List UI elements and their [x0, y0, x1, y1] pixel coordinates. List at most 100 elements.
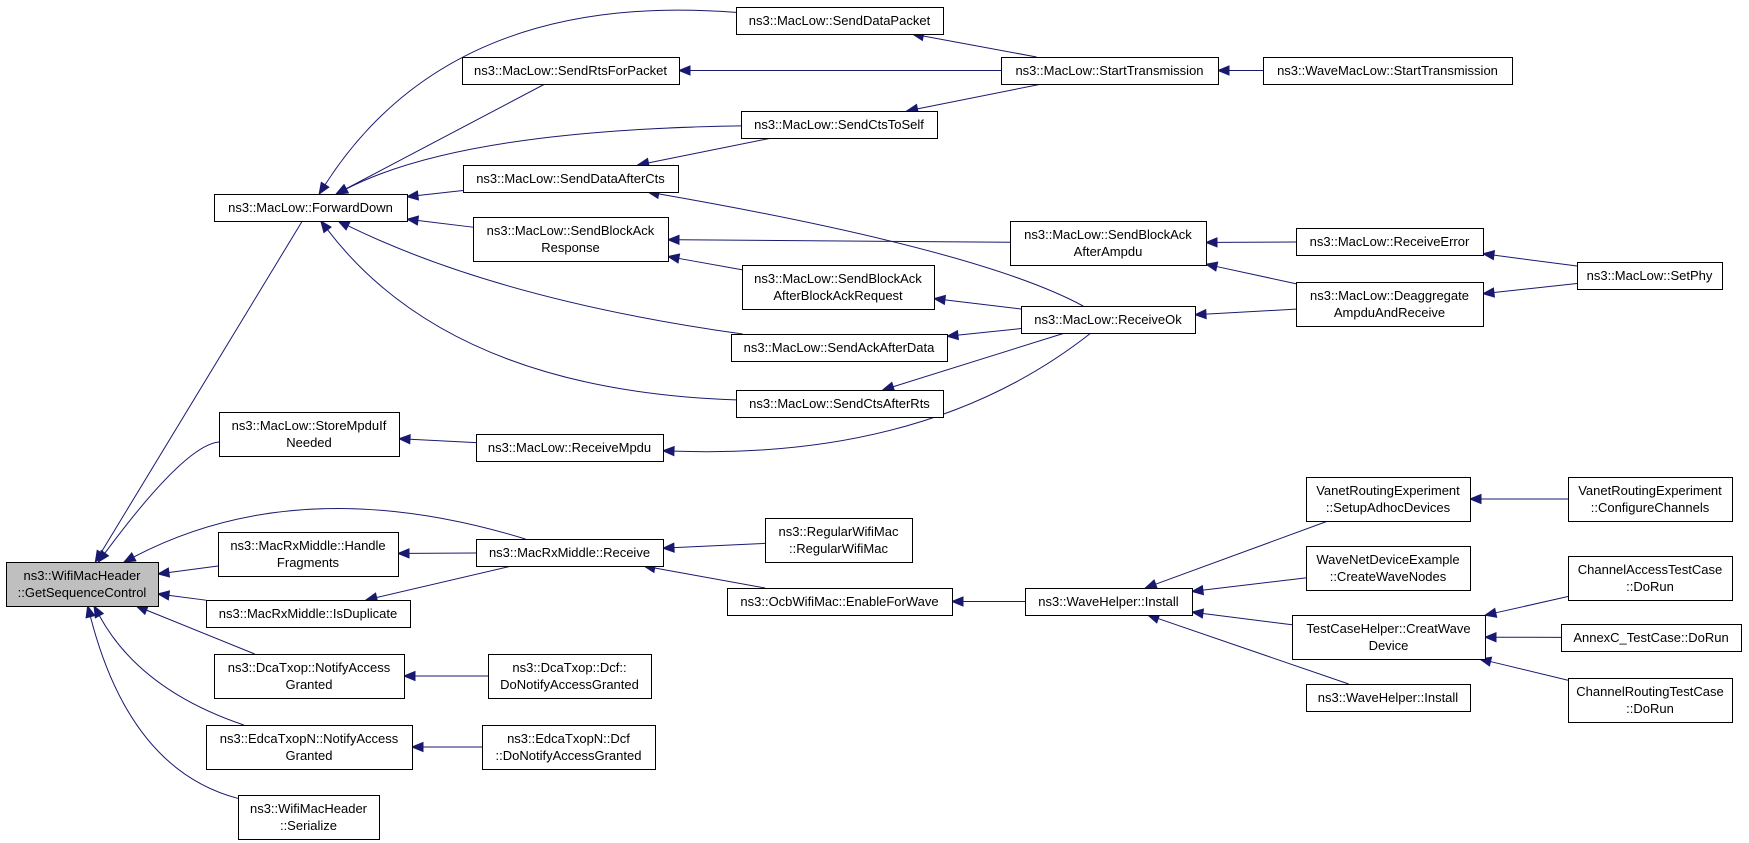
call-edge	[1205, 308, 1297, 315]
call-edge	[944, 299, 1022, 310]
call-edge	[346, 125, 742, 190]
node-label: ns3::MacLow::SendAckAfterData	[744, 340, 936, 355]
arrowhead-icon	[1481, 287, 1496, 298]
call-edge	[345, 83, 546, 190]
node-box	[476, 434, 664, 462]
arrowhead-icon	[1190, 584, 1205, 596]
arrowhead-icon	[677, 65, 691, 76]
node-whi[interactable]: ns3::WaveHelper::Install	[1025, 588, 1193, 616]
call-edge	[917, 83, 1042, 110]
arrowhead-icon	[1481, 250, 1496, 261]
call-edge	[417, 220, 474, 228]
node-scts[interactable]: ns3::MacLow::SendCtsToSelf	[741, 111, 938, 139]
node-wst[interactable]: ns3::WaveMacLow::StartTransmission	[1263, 57, 1513, 85]
call-nodes: ns3::WifiMacHeader::GetSequenceControlns…	[6, 7, 1742, 840]
arrowhead-icon	[950, 596, 964, 607]
call-edge	[673, 332, 1092, 453]
node-label: Response	[541, 240, 600, 255]
node-box	[482, 725, 656, 770]
call-edge	[678, 257, 743, 271]
call-edge	[648, 137, 772, 164]
node-vcc[interactable]: VanetRoutingExperiment::ConfigureChannel…	[1568, 477, 1733, 522]
call-edge	[893, 332, 1065, 388]
node-efw[interactable]: ns3::OcbWifiMac::EnableForWave	[727, 588, 953, 616]
call-edge	[327, 229, 737, 401]
node-vsad[interactable]: VanetRoutingExperiment::SetupAdhocDevice…	[1306, 477, 1471, 522]
node-setphy[interactable]: ns3::MacLow::SetPhy	[1577, 262, 1723, 290]
node-box	[742, 265, 935, 310]
node-label: ns3::MacLow::SetPhy	[1587, 268, 1713, 283]
arrowhead-icon	[335, 184, 350, 195]
node-box	[1025, 588, 1193, 616]
node-label: ns3::MacLow::ReceiveError	[1310, 234, 1470, 249]
node-box	[6, 562, 159, 607]
node-root[interactable]: ns3::WifiMacHeader::GetSequenceControl	[6, 562, 159, 607]
arrowhead-icon	[156, 567, 171, 578]
node-label: ns3::MacLow::SendDataPacket	[749, 13, 931, 28]
arrowhead-icon	[1216, 65, 1230, 76]
arrowhead-icon	[320, 219, 332, 234]
node-sbabar[interactable]: ns3::MacLow::SendBlockAckAfterBlockAckRe…	[742, 265, 935, 310]
arrowhead-icon	[122, 552, 137, 563]
arrowhead-icon	[1483, 607, 1498, 618]
node-box	[1263, 57, 1513, 85]
node-srfp[interactable]: ns3::MacLow::SendRtsForPacket	[462, 57, 680, 85]
node-rwm[interactable]: ns3::RegularWifiMac::RegularWifiMac	[765, 518, 913, 563]
node-st[interactable]: ns3::MacLow::StartTransmission	[1001, 57, 1219, 85]
node-dcadcf[interactable]: ns3::DcaTxop::Dcf::DoNotifyAccessGranted	[488, 654, 652, 699]
node-isdup[interactable]: ns3::MacRxMiddle::IsDuplicate	[206, 600, 411, 628]
node-box	[1306, 546, 1471, 591]
call-edge	[98, 615, 244, 726]
node-label: ns3::MacLow::SendBlockAck	[1024, 227, 1192, 242]
node-rok[interactable]: ns3::MacLow::ReceiveOk	[1021, 306, 1196, 334]
node-rerr[interactable]: ns3::MacLow::ReceiveError	[1296, 228, 1484, 256]
node-label: ::Serialize	[280, 818, 337, 833]
node-rcv[interactable]: ns3::MacRxMiddle::Receive	[476, 539, 664, 567]
node-box	[1568, 678, 1733, 723]
arrowhead-icon	[410, 741, 424, 753]
node-catc[interactable]: ChannelAccessTestCase::DoRun	[1568, 556, 1733, 601]
call-edges	[85, 9, 1578, 799]
node-rmpdu[interactable]: ns3::MacLow::ReceiveMpdu	[476, 434, 664, 462]
node-box	[1296, 228, 1484, 256]
node-box	[476, 539, 664, 567]
node-label: ns3::OcbWifiMac::EnableForWave	[740, 594, 938, 609]
node-edna[interactable]: ns3::EdcaTxopN::NotifyAccessGranted	[206, 725, 413, 770]
call-edge	[957, 328, 1022, 336]
node-wncw[interactable]: WaveNetDeviceExample::CreateWaveNodes	[1306, 546, 1471, 591]
node-sdp[interactable]: ns3::MacLow::SendDataPacket	[736, 7, 944, 35]
node-scar[interactable]: ns3::MacLow::SendCtsAfterRts	[736, 390, 944, 418]
call-edge	[1495, 596, 1569, 614]
node-annexc[interactable]: AnnexC_TestCase::DoRun	[1561, 624, 1742, 652]
node-box	[473, 217, 669, 262]
node-crtc[interactable]: ChannelRoutingTestCase::DoRun	[1568, 678, 1733, 723]
node-sdac[interactable]: ns3::MacLow::SendDataAfterCts	[463, 165, 679, 193]
arrowhead-icon	[402, 670, 416, 682]
node-dcana[interactable]: ns3::DcaTxop::NotifyAccessGranted	[214, 654, 405, 699]
node-eddcf[interactable]: ns3::EdcaTxopN::Dcf::DoNotifyAccessGrant…	[482, 725, 656, 770]
node-label: AfterAmpdu	[1074, 244, 1143, 259]
node-label: ns3::MacLow::SendBlockAck	[754, 271, 922, 286]
node-box	[219, 412, 400, 457]
node-box	[214, 194, 408, 222]
node-label: VanetRoutingExperiment	[1316, 483, 1460, 498]
node-box	[1296, 282, 1484, 327]
call-edge	[417, 189, 464, 197]
arrowhead-icon	[1193, 308, 1207, 320]
node-whi2[interactable]: ns3::WaveHelper::Install	[1306, 684, 1471, 712]
arrowhead-icon	[661, 445, 675, 457]
node-ser[interactable]: ns3::WifiMacHeader::Serialize	[238, 795, 380, 840]
call-edge	[409, 438, 477, 444]
call-edge	[168, 565, 219, 573]
node-label: ns3::MacLow::SendCtsToSelf	[754, 117, 924, 132]
node-fwd[interactable]: ns3::MacLow::ForwardDown	[214, 194, 408, 222]
arrowhead-icon	[661, 542, 675, 553]
node-saad[interactable]: ns3::MacLow::SendAckAfterData	[731, 334, 948, 362]
